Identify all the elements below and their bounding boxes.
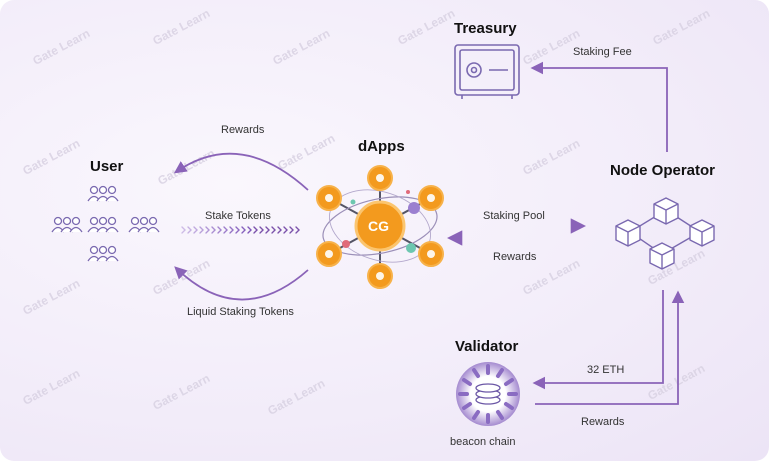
eth-32-label: 32 ETH [587,364,625,376]
staking-pool-label: Staking Pool [483,210,545,222]
staking-fee-label: Staking Fee [573,46,632,58]
treasury-safe-icon [454,44,520,99]
beacon-chain-icon [456,362,520,426]
rewards-top-arrow [173,152,309,191]
rewards-bottom-label: Rewards [581,416,625,428]
stake-tokens-chevrons [181,226,300,234]
rewards-bottom-arrow [535,290,685,405]
validator-title: Validator [455,338,519,355]
staking-fee-arrow [530,61,668,152]
liquid-staking-tokens-label: Liquid Staking Tokens [187,306,294,318]
node-operator-title: Node Operator [610,162,716,179]
dapps-logo: CG [368,218,389,234]
beacon-chain-label: beacon chain [450,436,516,448]
dapps-hub-icon [316,165,444,289]
rewards-mid-label: Rewards [493,251,537,263]
user-title: User [90,158,124,175]
liquid-staking-arrow [174,266,309,301]
node-network-icon [615,197,715,270]
stake-tokens-label: Stake Tokens [205,210,271,222]
rewards-top-label: Rewards [221,124,265,136]
treasury-title: Treasury [454,20,517,37]
eth-32-arrow [532,290,664,390]
dapps-title: dApps [358,138,405,155]
users-icon [51,185,160,262]
